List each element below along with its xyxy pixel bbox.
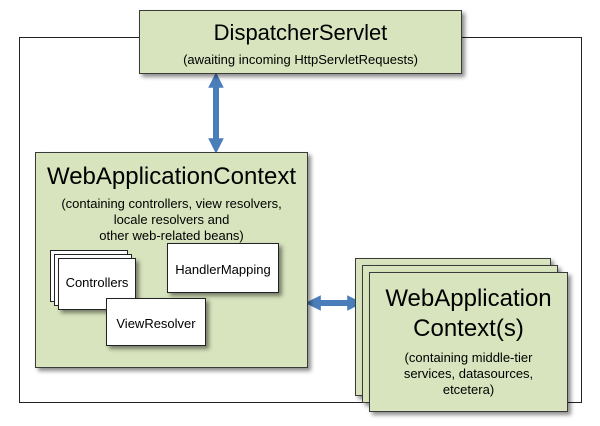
root-context-subtitle-line: (containing middle-tier — [404, 350, 533, 365]
dispatcher-servlet-title: DispatcherServlet — [213, 20, 388, 45]
root-context-title-line: WebApplication — [385, 285, 552, 312]
root-context-subtitle: (containing middle-tier services, dataso… — [370, 350, 567, 398]
root-context-title-line: Context(s) — [413, 315, 524, 342]
web-application-context-title: WebApplicationContext — [46, 163, 297, 190]
root-context-title: WebApplication Context(s) — [370, 284, 567, 344]
root-web-application-context-box: WebApplication Context(s) (containing mi… — [369, 272, 568, 412]
handler-mapping-label: HandlerMapping — [175, 262, 271, 277]
web-context-subtitle-line: other web-related beans) — [99, 228, 244, 243]
handler-mapping-box: HandlerMapping — [167, 243, 279, 293]
dispatcher-servlet-box: DispatcherServlet (awaiting incoming Htt… — [139, 10, 462, 74]
controllers-label: Controllers — [65, 275, 129, 290]
root-context-subtitle-line: services, datasources, — [403, 366, 534, 381]
dispatcher-servlet-subtitle: (awaiting incoming HttpServletRequests) — [183, 52, 418, 67]
web-application-context-subtitle: (containing controllers, view resolvers,… — [36, 196, 307, 244]
web-context-subtitle-line: (containing controllers, view resolvers, — [61, 196, 282, 211]
root-context-subtitle-line: etcetera) — [442, 382, 495, 397]
view-resolver-box: ViewResolver — [106, 298, 206, 346]
view-resolver-label: ViewResolver — [116, 316, 196, 331]
web-context-subtitle-line: locale resolvers and — [113, 212, 230, 227]
